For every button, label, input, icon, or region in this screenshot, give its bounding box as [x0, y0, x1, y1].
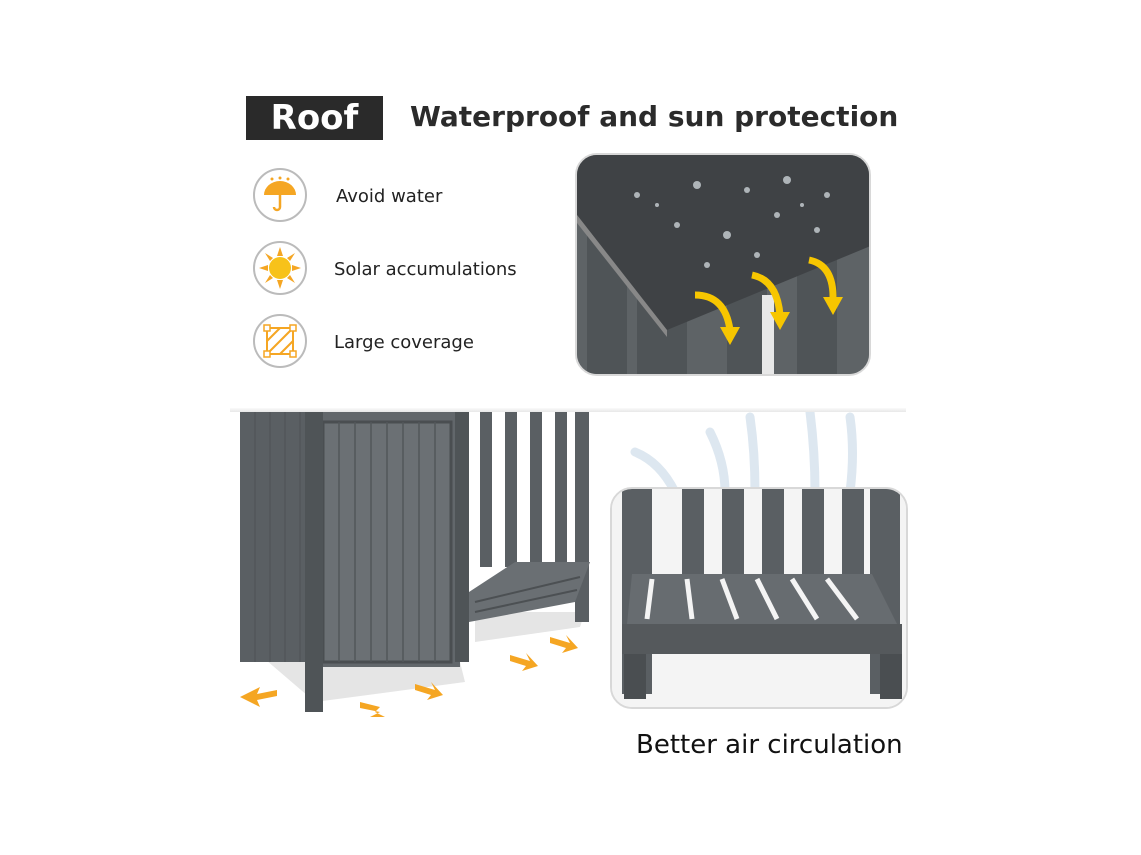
- feature-label: Large coverage: [334, 332, 474, 353]
- roof-closeup-photo: [575, 153, 871, 376]
- feature-label: Avoid water: [336, 186, 443, 207]
- airflow-arrows-icon: [615, 407, 895, 497]
- umbrella-icon: [253, 168, 307, 222]
- divider: [230, 408, 906, 412]
- caption: Better air circulation: [636, 730, 903, 760]
- headline: Waterproof and sun protection: [410, 100, 899, 133]
- sun-icon: [253, 241, 307, 295]
- coverage-icon: [253, 314, 307, 368]
- roof-badge: Roof: [246, 96, 383, 140]
- feature-label: Solar accumulations: [334, 259, 517, 280]
- air-circulation-photo: [610, 487, 908, 709]
- shed-photo: [235, 412, 595, 722]
